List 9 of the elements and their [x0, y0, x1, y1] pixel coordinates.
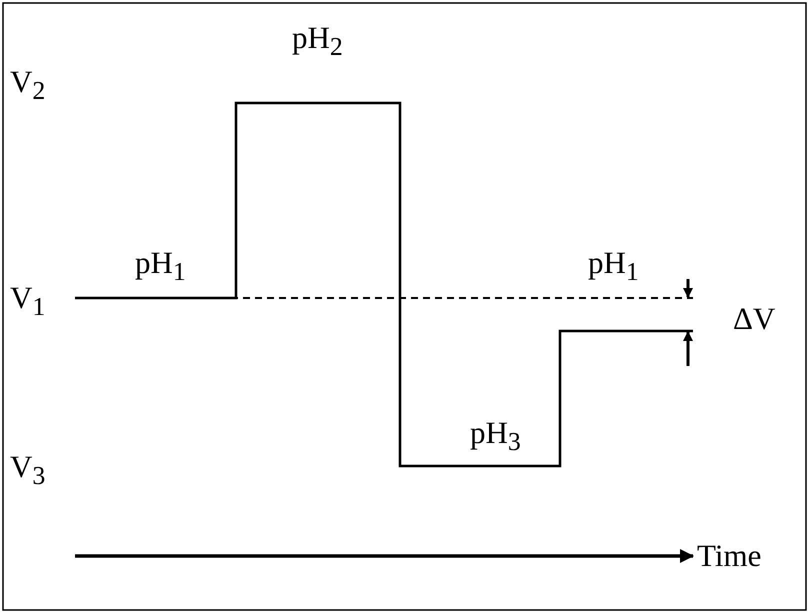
- level-label: pH$_{2}$: [292, 22, 343, 60]
- voltage-label: V$_{3}$: [10, 451, 46, 490]
- level-label: pH$_{1}$: [588, 247, 639, 286]
- voltage-label: V$_{2}$: [10, 66, 46, 104]
- voltage-label: V$_{1}$: [10, 282, 46, 320]
- level-label: pH$_{1}$: [135, 247, 186, 286]
- level-label: pH$_{3}$: [470, 417, 521, 456]
- offset-label: ΔV: [733, 303, 776, 334]
- axis-title: Time: [697, 540, 762, 571]
